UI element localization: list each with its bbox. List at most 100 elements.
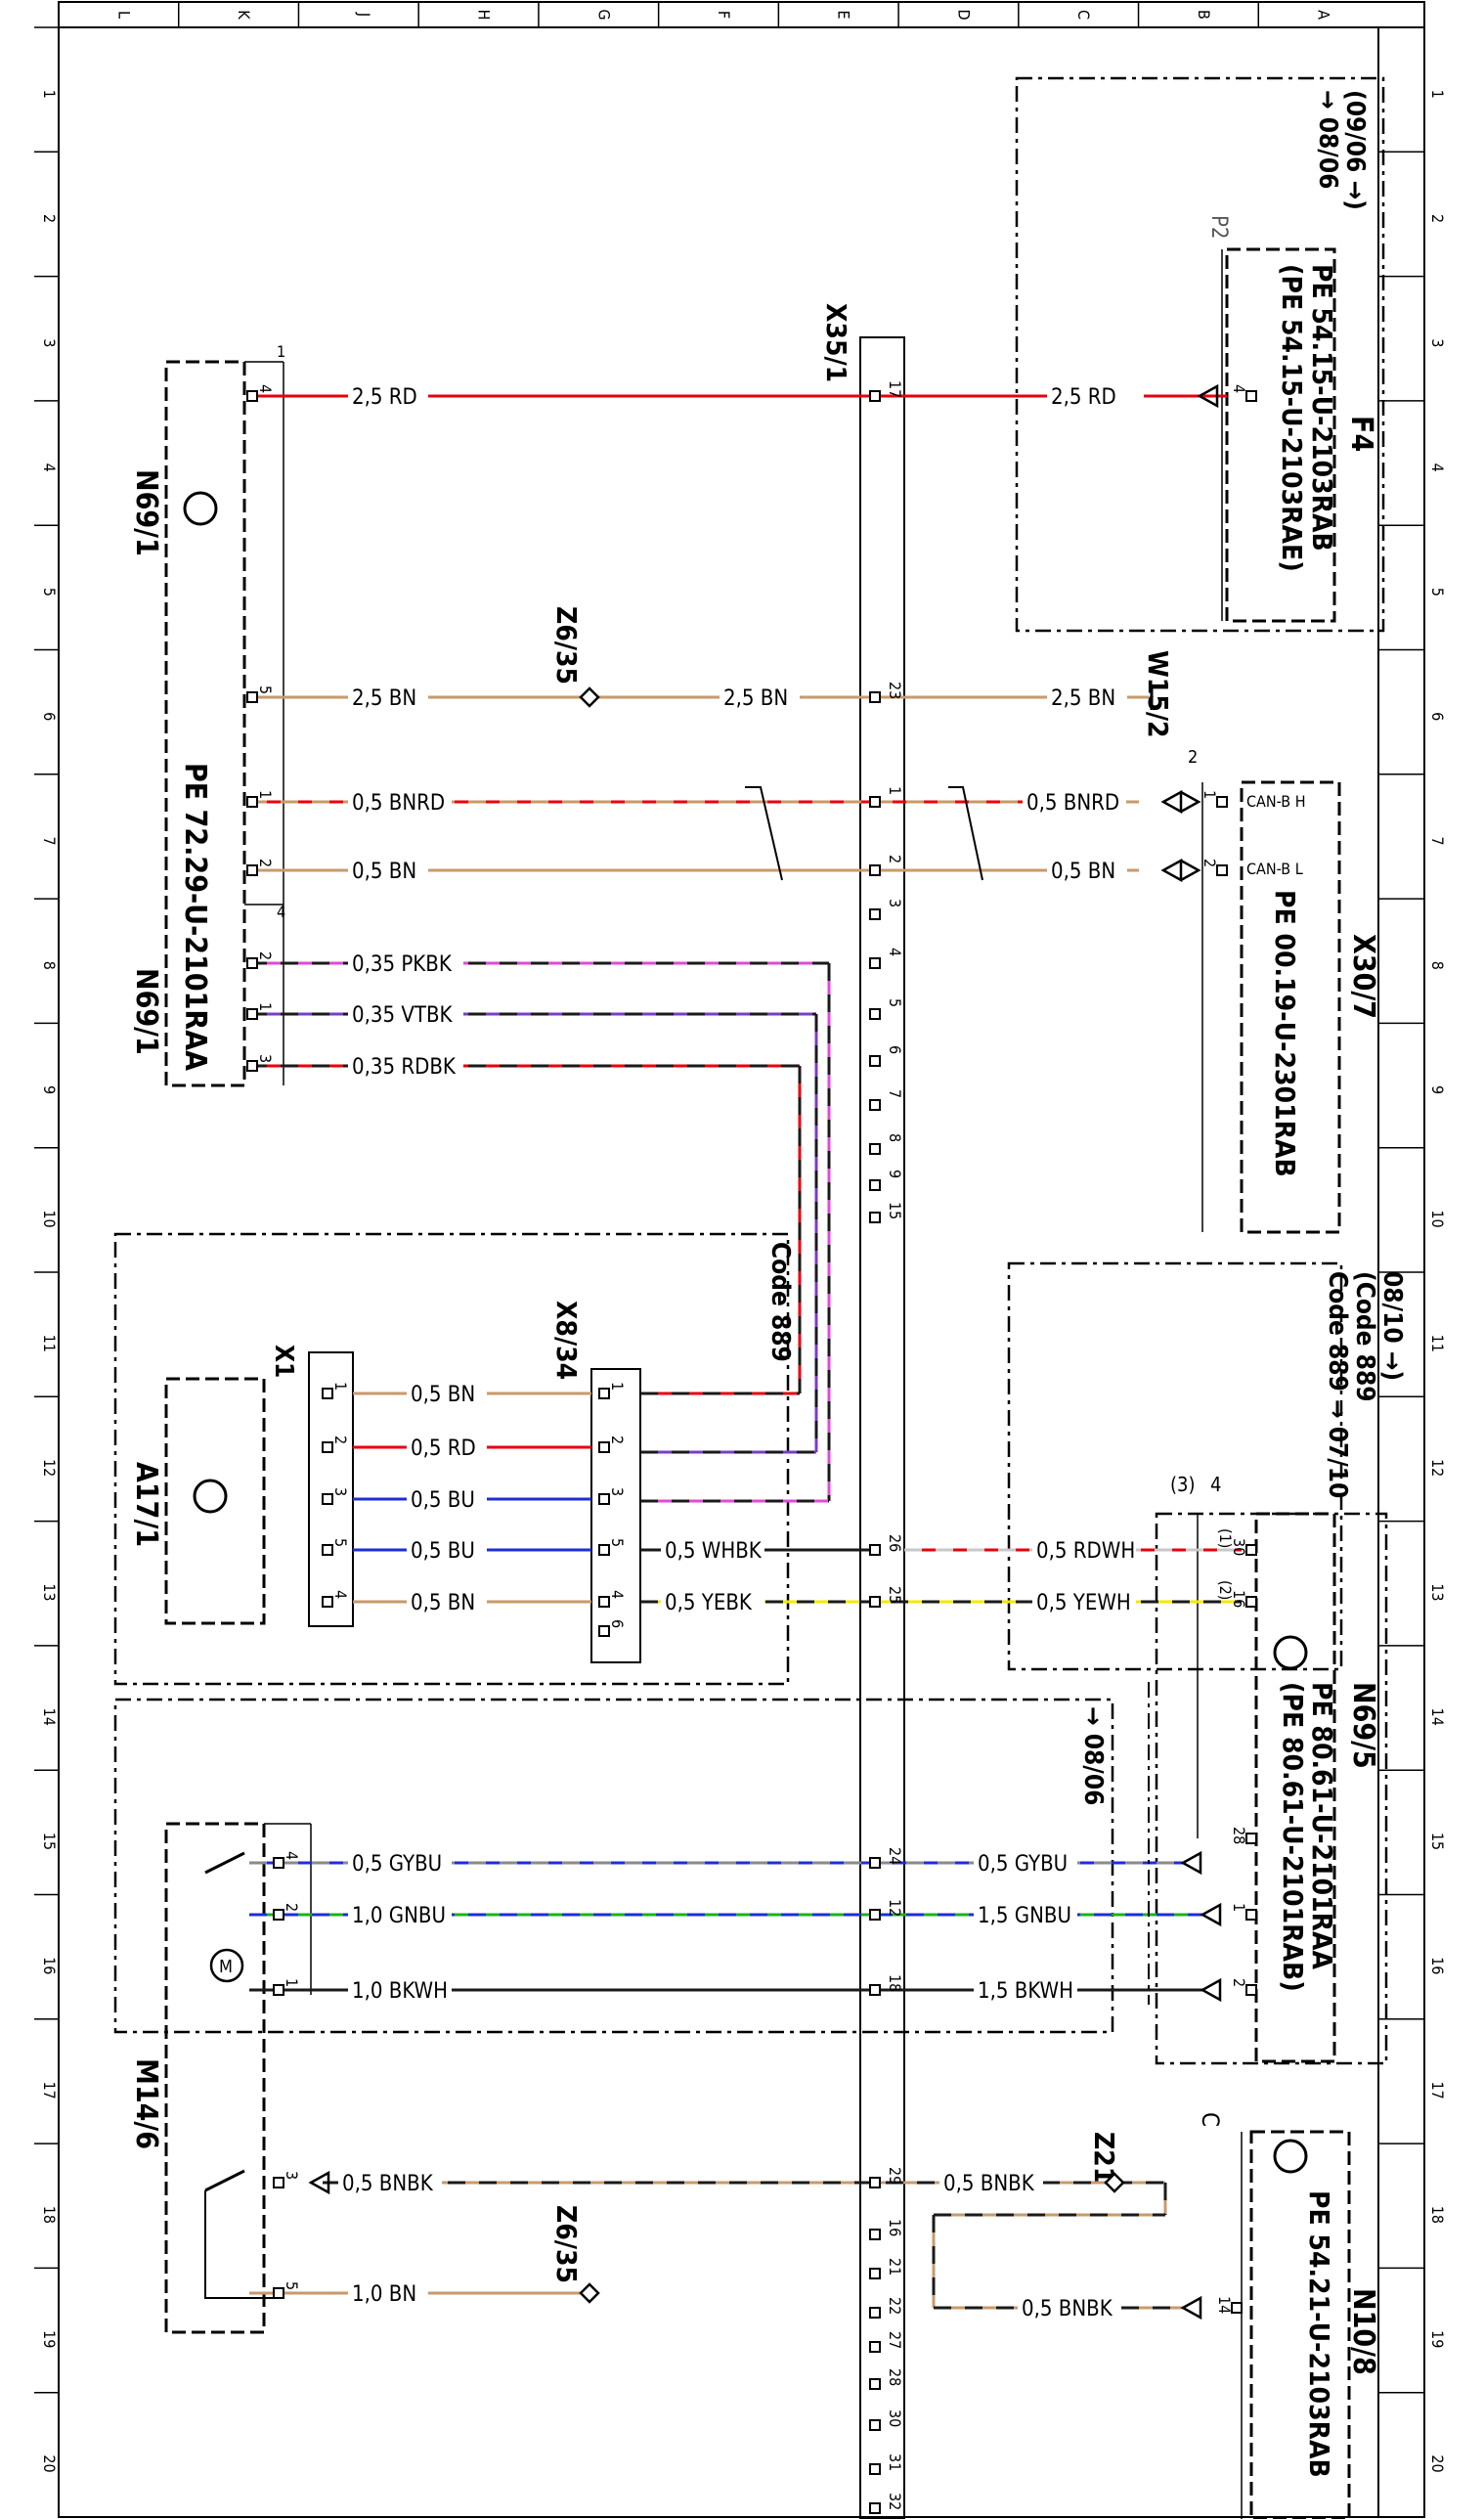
row-marker: 4: [1428, 464, 1447, 472]
n69-1-pin-label: 1: [256, 790, 275, 799]
wire-label-bg: [407, 1435, 487, 1460]
f4-p2: P2: [1206, 215, 1231, 240]
m14-6-pin: [273, 2287, 284, 2299]
wire-label-bg: [348, 1850, 452, 1876]
row-marker: 14: [40, 1708, 59, 1726]
row-marker: 10: [1428, 1210, 1447, 1227]
wire-label-bg: [407, 1381, 487, 1406]
x8-34-pin-label: 4: [608, 1590, 627, 1599]
n69-5-pin-label: 16: [1230, 1590, 1248, 1608]
n69-5-alt-pin: (2): [1216, 1580, 1235, 1600]
row-marker: 8: [1428, 961, 1447, 970]
wire-label-bg: [661, 1589, 764, 1614]
wire-label: 2,5 RD: [1051, 385, 1116, 410]
x30-7-pin: [1216, 796, 1228, 808]
x35-1-pin-label: 5: [886, 998, 904, 1007]
row-marker: 20: [1428, 2454, 1447, 2472]
row-marker: 4: [40, 464, 59, 472]
x35-1-pin: [869, 908, 881, 920]
wire-label-bg: [1032, 1537, 1136, 1563]
n69-5-pe1: PE 80.61-U-2101RAA: [1306, 1682, 1338, 1969]
x35-1-pin-label: 28: [886, 2368, 904, 2386]
m14-6-pin: [273, 1857, 284, 1869]
row-marker: 18: [1428, 2206, 1447, 2224]
x35-1-pin: [869, 1984, 881, 1996]
x8-34-pin-label: 5: [608, 1538, 627, 1547]
x35-1-pin-label: 3: [886, 899, 904, 907]
wire-label: 0,5 RD: [411, 1436, 476, 1461]
n69-1-pin-label: 2: [256, 859, 275, 867]
wire-label-bg: [348, 1902, 452, 1927]
x8-34-pin-label: 3: [608, 1487, 627, 1496]
wire-label-bg: [1047, 383, 1127, 409]
n69-5-pin-label: 30: [1230, 1538, 1248, 1556]
x30-7-label: X30/7: [1346, 934, 1380, 1019]
n69-1-pin: [246, 864, 258, 876]
n10-8-label: N10/8: [1346, 2288, 1380, 2375]
can-b-h-label: CAN-B H: [1246, 792, 1306, 811]
n10-8-pin-label: 14: [1215, 2296, 1234, 2314]
wire-label: 0,5 YEWH: [1036, 1591, 1131, 1615]
row-marker: 8: [40, 961, 59, 970]
wire-label: 0,5 BNBK: [943, 2172, 1035, 2196]
wire-label: 0,5 BN: [411, 1591, 475, 1615]
x35-1-label: X35/1: [820, 303, 852, 382]
n69-1-conn-top: 1: [277, 342, 285, 361]
x35-1-pin: [869, 864, 881, 876]
x35-1-pin: [869, 390, 881, 402]
x30-7-pin: [1216, 864, 1228, 876]
row-marker: 10: [40, 1210, 59, 1227]
wire-label: 0,35 PKBK: [352, 952, 453, 977]
x35-1-pin-label: 30: [886, 2409, 904, 2427]
row-marker: 13: [1428, 1583, 1447, 1601]
n69-1-pin: [246, 1008, 258, 1020]
wire-label-bg: [348, 1977, 452, 2003]
n69-5-label: N69/5: [1346, 1682, 1380, 1769]
x8-34-pin-label: 2: [608, 1436, 627, 1444]
x35-1-pin: [869, 1099, 881, 1111]
m14-6-pin-label: 5: [283, 2281, 301, 2290]
x35-1-pin: [869, 2419, 881, 2431]
n69-5-pin-label: 1: [1230, 1903, 1248, 1912]
n10-8-conn: C: [1197, 2112, 1224, 2127]
x35-1-pin: [869, 2341, 881, 2353]
wire-label: 0,5 BN: [352, 860, 416, 884]
x35-1-pin: [869, 957, 881, 969]
z6-35-splice: [579, 686, 600, 708]
n69-1-pin-label: 5: [256, 685, 275, 694]
z21-splice: [1104, 2172, 1125, 2193]
x35-1-pin: [869, 1857, 881, 1869]
x35-1-pin-label: 32: [886, 2493, 904, 2510]
wire-label-bg: [348, 383, 428, 409]
wire-label-bg: [974, 1977, 1077, 2003]
wire-label-bg: [348, 1053, 463, 1079]
wire-label-bg: [1032, 1589, 1136, 1614]
m14-6-component: M M14/6: [129, 1822, 312, 2334]
x35-1-pin: [869, 1544, 881, 1556]
a17-1-pin: [322, 1441, 333, 1453]
x35-1-pin: [869, 2307, 881, 2319]
wire-label: 0,5 BNRD: [1026, 791, 1119, 816]
n69-1-pin: [246, 796, 258, 808]
f4-pe1: PE 54.15-U-2103RAB: [1306, 264, 1338, 552]
row-marker: 1: [40, 90, 59, 99]
x35-1-pin-label: 22: [886, 2297, 904, 2315]
z6-35-bottom-label: Z6/35: [550, 2205, 583, 2283]
n69-5-conn1b: (3): [1170, 1473, 1196, 1496]
a17-1-pin-label: 3: [331, 1487, 350, 1496]
a17-1-component: A17/1 X1: [129, 1345, 354, 1627]
n10-8-component: C N10/8 PE 54.21-U-2103RAB: [1197, 2112, 1380, 2519]
wire-label-bg: [348, 950, 463, 976]
x35-1-pin-label: 21: [886, 2258, 904, 2276]
n69-1-pin: [246, 1060, 258, 1072]
m14-6-pin-label: 4: [283, 1851, 301, 1860]
x35-1-pin-label: 8: [886, 1133, 904, 1142]
row-marker: 17: [40, 2081, 59, 2099]
row-marker: 3: [1428, 338, 1447, 347]
f4-boundary: [1015, 76, 1385, 633]
x8-34-pin-label: 6: [608, 1619, 627, 1628]
x35-1-pin: [869, 1212, 881, 1223]
wire-label: 2,5 BN: [352, 686, 416, 711]
column-marker: G: [594, 9, 613, 20]
